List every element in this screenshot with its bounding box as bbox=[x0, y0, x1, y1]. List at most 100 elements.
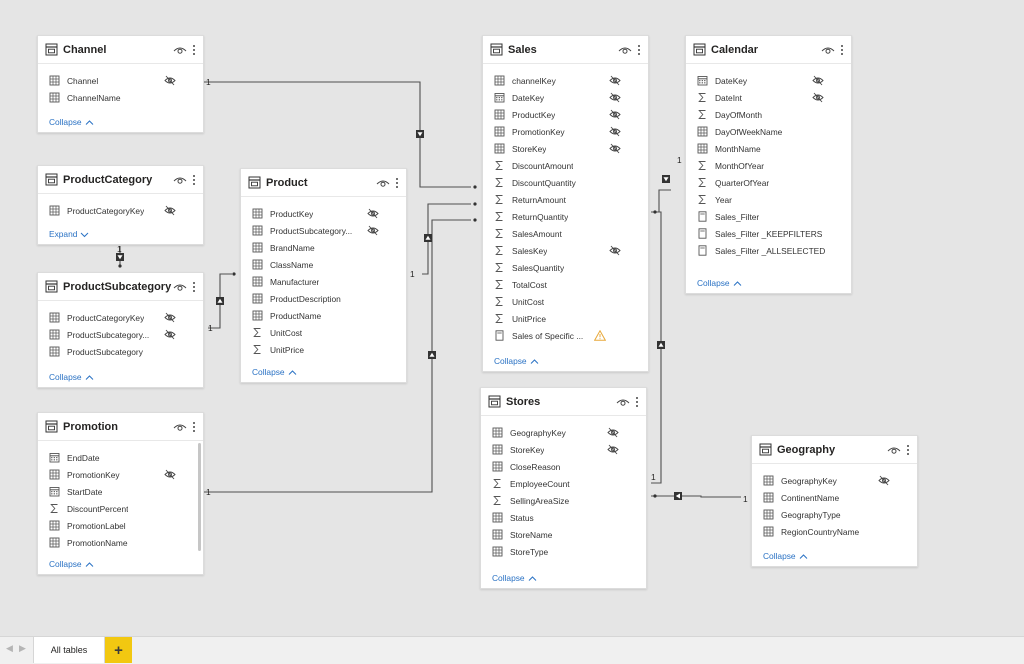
field-row[interactable]: SellingAreaSize bbox=[481, 492, 646, 509]
field-row[interactable]: StoreKey bbox=[483, 140, 648, 157]
filter-direction-arrow-icon[interactable] bbox=[116, 253, 124, 261]
field-row[interactable]: channelKey bbox=[483, 72, 648, 89]
more-options-icon[interactable] bbox=[634, 396, 640, 408]
field-row[interactable]: Sales_Filter _KEEPFILTERS bbox=[686, 225, 851, 242]
visibility-eye-icon[interactable] bbox=[173, 282, 187, 292]
field-row[interactable]: UnitPrice bbox=[483, 310, 648, 327]
collapse-link[interactable]: Collapse bbox=[494, 356, 539, 366]
field-row[interactable]: GeographyKey bbox=[752, 472, 917, 489]
hidden-eye-icon[interactable] bbox=[609, 92, 621, 103]
hidden-eye-icon[interactable] bbox=[164, 205, 176, 216]
hidden-eye-icon[interactable] bbox=[609, 126, 621, 137]
field-row[interactable]: Channel bbox=[38, 72, 203, 89]
field-row[interactable]: UnitCost bbox=[241, 324, 406, 341]
collapse-link[interactable]: Collapse bbox=[49, 117, 94, 127]
field-row[interactable]: Year bbox=[686, 191, 851, 208]
field-row[interactable]: MonthName bbox=[686, 140, 851, 157]
hidden-eye-icon[interactable] bbox=[367, 225, 379, 236]
table-header[interactable]: Stores bbox=[481, 388, 646, 416]
prev-page-arrow[interactable]: ◀ bbox=[6, 643, 13, 653]
collapse-link[interactable]: Collapse bbox=[492, 573, 537, 583]
more-options-icon[interactable] bbox=[191, 281, 197, 293]
relationship-line-geography-stores[interactable] bbox=[651, 495, 741, 498]
field-row[interactable]: ProductCategoryKey bbox=[38, 309, 203, 326]
collapse-link[interactable]: Collapse bbox=[49, 372, 94, 382]
field-row[interactable]: GeographyType bbox=[752, 506, 917, 523]
field-row[interactable]: GeographyKey bbox=[481, 424, 646, 441]
field-row[interactable]: ProductDescription bbox=[241, 290, 406, 307]
field-row[interactable]: PromotionKey bbox=[38, 466, 203, 483]
hidden-eye-icon[interactable] bbox=[812, 92, 824, 103]
field-row[interactable]: UnitPrice bbox=[241, 341, 406, 358]
collapse-link[interactable]: Collapse bbox=[697, 278, 742, 288]
field-row[interactable]: QuarterOfYear bbox=[686, 174, 851, 191]
field-row[interactable]: MonthOfYear bbox=[686, 157, 851, 174]
field-row[interactable]: SalesKey bbox=[483, 242, 648, 259]
field-row[interactable]: ProductSubcategory... bbox=[241, 222, 406, 239]
filter-direction-arrow-icon[interactable] bbox=[216, 297, 224, 305]
field-row[interactable]: SalesAmount bbox=[483, 225, 648, 242]
visibility-eye-icon[interactable] bbox=[821, 45, 835, 55]
visibility-eye-icon[interactable] bbox=[616, 397, 630, 407]
field-row[interactable]: ReturnQuantity bbox=[483, 208, 648, 225]
field-row[interactable]: ProductName bbox=[241, 307, 406, 324]
filter-direction-arrow-icon[interactable] bbox=[416, 130, 424, 138]
tab-all-tables[interactable]: All tables bbox=[33, 637, 105, 663]
table-header[interactable]: Channel bbox=[38, 36, 203, 64]
field-row[interactable]: StoreKey bbox=[481, 441, 646, 458]
field-row[interactable]: PromotionLabel bbox=[38, 517, 203, 534]
filter-direction-arrow-icon[interactable] bbox=[657, 341, 665, 349]
field-row[interactable]: CloseReason bbox=[481, 458, 646, 475]
scrollbar[interactable] bbox=[198, 443, 201, 551]
table-header[interactable]: ProductSubcategory bbox=[38, 273, 203, 301]
field-row[interactable]: DateKey bbox=[686, 72, 851, 89]
hidden-eye-icon[interactable] bbox=[609, 143, 621, 154]
hidden-eye-icon[interactable] bbox=[812, 75, 824, 86]
field-row[interactable]: ProductSubcategory bbox=[38, 343, 203, 360]
field-row[interactable]: Manufacturer bbox=[241, 273, 406, 290]
warning-icon[interactable] bbox=[594, 330, 606, 341]
filter-direction-arrow-icon[interactable] bbox=[428, 351, 436, 359]
field-row[interactable]: ClassName bbox=[241, 256, 406, 273]
field-row[interactable]: Sales_Filter _ALLSELECTED bbox=[686, 242, 851, 259]
table-header[interactable]: Promotion bbox=[38, 413, 203, 441]
hidden-eye-icon[interactable] bbox=[367, 208, 379, 219]
more-options-icon[interactable] bbox=[191, 174, 197, 186]
expand-link[interactable]: Expand bbox=[49, 229, 89, 239]
field-row[interactable]: StoreName bbox=[481, 526, 646, 543]
field-row[interactable]: StoreType bbox=[481, 543, 646, 560]
field-row[interactable]: RegionCountryName bbox=[752, 523, 917, 540]
hidden-eye-icon[interactable] bbox=[607, 427, 619, 438]
more-options-icon[interactable] bbox=[839, 44, 845, 56]
field-row[interactable]: PromotionKey bbox=[483, 123, 648, 140]
hidden-eye-icon[interactable] bbox=[609, 75, 621, 86]
collapse-link[interactable]: Collapse bbox=[49, 559, 94, 569]
field-row[interactable]: EmployeeCount bbox=[481, 475, 646, 492]
field-row[interactable]: Sales_Filter bbox=[686, 208, 851, 225]
field-row[interactable]: ContinentName bbox=[752, 489, 917, 506]
add-layout-button[interactable]: + bbox=[105, 637, 132, 663]
table-header[interactable]: Calendar bbox=[686, 36, 851, 64]
relationship-line-calendar-sales[interactable] bbox=[651, 189, 671, 213]
filter-direction-arrow-icon[interactable] bbox=[662, 175, 670, 183]
field-row[interactable]: TotalCost bbox=[483, 276, 648, 293]
field-row[interactable]: DiscountQuantity bbox=[483, 174, 648, 191]
hidden-eye-icon[interactable] bbox=[609, 109, 621, 120]
field-row[interactable]: DiscountPercent bbox=[38, 500, 203, 517]
field-row[interactable]: ProductKey bbox=[483, 106, 648, 123]
field-row[interactable]: DateKey bbox=[483, 89, 648, 106]
field-row[interactable]: DayOfWeekName bbox=[686, 123, 851, 140]
more-options-icon[interactable] bbox=[191, 421, 197, 433]
visibility-eye-icon[interactable] bbox=[618, 45, 632, 55]
next-page-arrow[interactable]: ▶ bbox=[19, 643, 26, 653]
field-row[interactable]: UnitCost bbox=[483, 293, 648, 310]
field-row[interactable]: ProductSubcategory... bbox=[38, 326, 203, 343]
visibility-eye-icon[interactable] bbox=[173, 422, 187, 432]
